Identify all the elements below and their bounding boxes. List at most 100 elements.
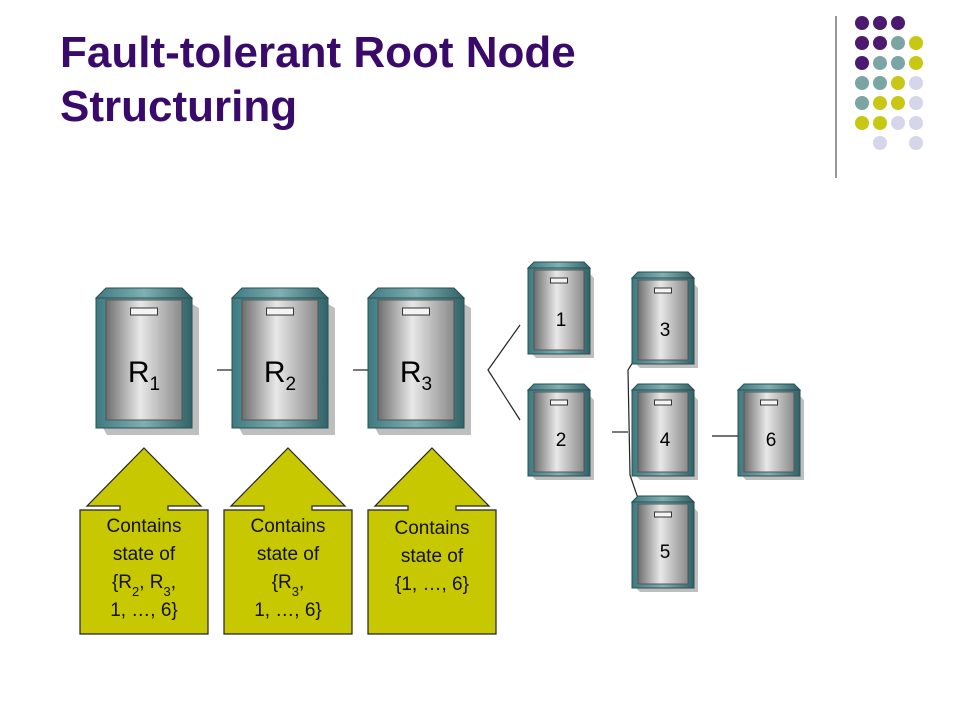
callout-subscript: 3: [164, 584, 171, 599]
tree-server-label: 5: [660, 542, 671, 563]
title-line-1: Fault-tolerant Root Node: [60, 28, 576, 77]
callout-text-line: {R2, R3,: [112, 572, 176, 599]
decorative-dot: [909, 136, 923, 150]
server-top: [366, 287, 466, 299]
callout-arrow-shape: [223, 447, 353, 635]
tree-server-1: 1: [526, 261, 594, 358]
server-top: [630, 495, 696, 503]
root-server-3: R3: [366, 287, 471, 435]
decorative-dot: [891, 56, 905, 70]
callout-text-line: Contains: [107, 516, 182, 537]
decorative-dot: [909, 56, 923, 70]
root-server-label-sub: 2: [286, 374, 297, 395]
decorative-dot: [891, 116, 905, 130]
tree-servers: 1 2 3 4 5 6: [526, 261, 804, 592]
callout-text-line: state of: [113, 544, 176, 565]
callout-text-segment: , R: [139, 572, 163, 593]
root-server-label: R3: [400, 356, 432, 395]
root-server-2: R2: [230, 287, 335, 435]
drive-slot: [654, 399, 672, 406]
callout-3: Contains state of {1, …, 6}: [367, 447, 497, 635]
tree-server-6: 6: [736, 383, 804, 480]
drive-slot: [402, 307, 430, 316]
tree-server-2: 2: [526, 383, 594, 480]
decorative-dot: [855, 76, 869, 90]
decorative-dot-grid: [855, 16, 923, 150]
server-top: [736, 383, 802, 391]
decorative-dot: [909, 116, 923, 130]
root-server-1: R1: [94, 287, 199, 435]
connector-r3-children: [487, 324, 521, 421]
callout-text-segment: state of: [401, 546, 464, 567]
server-top: [630, 383, 696, 391]
callout-text-segment: Contains: [395, 518, 470, 539]
decorative-dot: [891, 16, 905, 30]
decorative-dot: [855, 36, 869, 50]
decorative-dot: [855, 96, 869, 110]
callout-text-line: 1, …, 6}: [110, 600, 178, 621]
root-server-label: R1: [128, 356, 160, 395]
callout-text-segment: state of: [257, 544, 320, 565]
callout-2: Contains state of {R3,1, …, 6}: [223, 447, 353, 635]
tree-server-label: 4: [660, 430, 671, 451]
callout-text-line: Contains: [395, 518, 470, 539]
callout-text-segment: {1, …, 6}: [395, 574, 469, 595]
callout-subscript: 3: [292, 584, 299, 599]
decorative-dot: [891, 76, 905, 90]
decorative-dot: [855, 56, 869, 70]
callout-text-segment: Contains: [251, 516, 326, 537]
server-top: [526, 261, 592, 269]
decorative-dot: [891, 96, 905, 110]
decorative-dot: [891, 36, 905, 50]
server-top: [94, 287, 194, 299]
root-server-label-sub: 3: [422, 374, 433, 395]
tree-server-label: 1: [556, 310, 567, 331]
drive-slot: [760, 399, 778, 406]
root-server-label: R2: [264, 356, 296, 395]
drive-slot: [550, 399, 568, 406]
callout-arrow-shape: [79, 447, 209, 635]
callout-text-segment: state of: [113, 544, 176, 565]
tree-server-3: 3: [630, 271, 698, 368]
decorative-dot: [909, 76, 923, 90]
decorative-dot: [873, 56, 887, 70]
decorative-dot: [873, 116, 887, 130]
decorative-dot: [873, 36, 887, 50]
drive-slot: [550, 277, 568, 284]
callout-arrow-shape: [367, 447, 497, 635]
tree-server-4: 4: [630, 383, 698, 480]
tree-server-label: 3: [660, 320, 671, 341]
callout-subscript: 2: [132, 584, 139, 599]
tree-server-5: 5: [630, 495, 698, 592]
server-top: [230, 287, 330, 299]
decorative-dot: [855, 116, 869, 130]
server-top: [630, 271, 696, 279]
decorative-dot: [873, 96, 887, 110]
root-server-label-sub: 1: [150, 374, 161, 395]
callout-text-segment: 1, …, 6}: [254, 600, 322, 621]
decorative-dot: [873, 136, 887, 150]
decorative-dot: [909, 96, 923, 110]
callout-text-line: {R3,: [272, 572, 305, 599]
decorative-dot: [873, 76, 887, 90]
server-face: [241, 299, 319, 421]
title-line-2: Structuring: [60, 82, 298, 131]
decorative-dot: [873, 16, 887, 30]
callout-text-segment: 1, …, 6}: [110, 600, 178, 621]
callout-text-segment: {R: [112, 572, 132, 593]
callout-text-line: state of: [257, 544, 320, 565]
server-face: [105, 299, 183, 421]
drive-slot: [130, 307, 158, 316]
root-server-label-base: R: [128, 356, 150, 389]
decorative-dot: [909, 36, 923, 50]
tree-server-label: 6: [766, 430, 777, 451]
callout-text-segment: ,: [171, 572, 176, 593]
server-top: [526, 383, 592, 391]
tree-server-label: 2: [556, 430, 567, 451]
server-face: [377, 299, 455, 421]
root-server-label-base: R: [264, 356, 286, 389]
callout-text-segment: Contains: [107, 516, 182, 537]
